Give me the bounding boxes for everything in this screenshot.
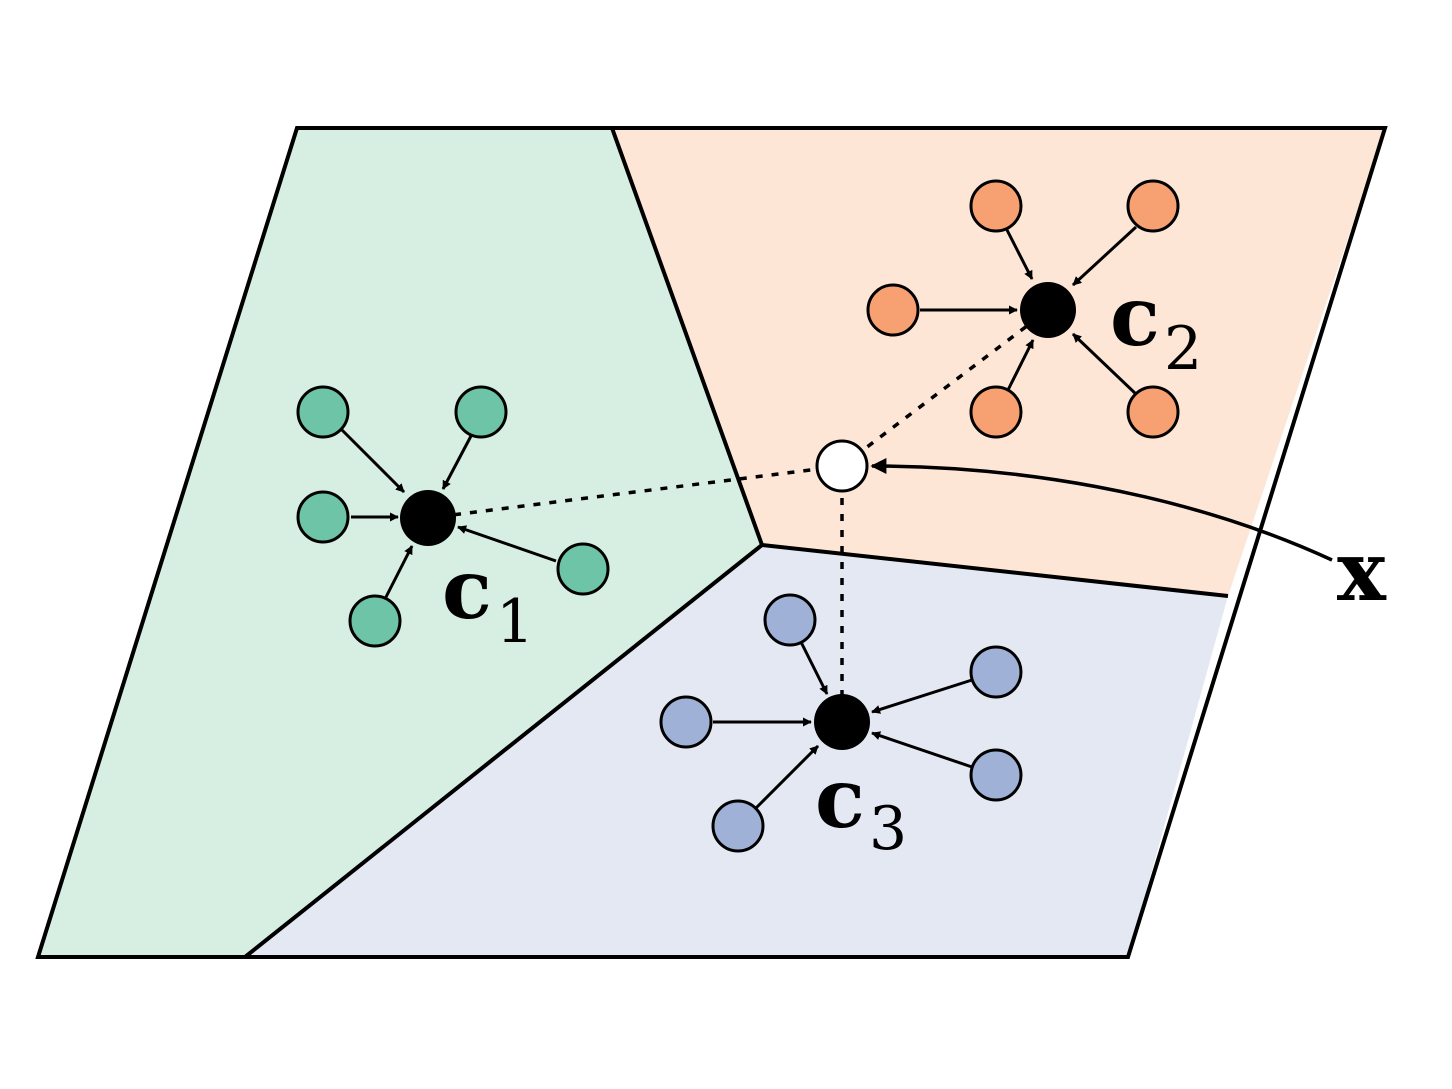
arrow — [871, 678, 973, 714]
label-c2-main: c — [1110, 269, 1160, 365]
arrow — [799, 641, 829, 695]
region-cluster-1 — [38, 128, 762, 957]
data-point — [969, 748, 1023, 802]
distance-line-c1 — [427, 464, 843, 520]
centroid-c1 — [400, 490, 456, 546]
cluster-1-points — [296, 385, 610, 648]
distance-lines — [427, 308, 1050, 722]
data-point — [1126, 179, 1180, 233]
data-point — [866, 283, 920, 337]
data-point — [296, 490, 350, 544]
label-c1-sub: 1 — [496, 587, 534, 657]
cluster-2-arrows — [920, 225, 1139, 397]
arrow — [457, 525, 557, 563]
label-c3-sub: 3 — [869, 794, 907, 864]
data-point — [454, 385, 508, 439]
cluster-3: c3 — [659, 593, 1023, 864]
cluster-2-points — [866, 179, 1180, 439]
region-cluster-2 — [612, 128, 1385, 596]
distance-line-c2 — [840, 308, 1050, 468]
arrow — [384, 545, 414, 598]
arrow — [754, 744, 820, 810]
cluster-3-points — [659, 593, 1023, 853]
label-c2-sub: 2 — [1164, 314, 1202, 384]
arrow — [871, 731, 973, 769]
data-point — [348, 594, 402, 648]
region-boundaries — [35, 126, 1388, 959]
label-c3-main: c — [815, 751, 865, 847]
data-point — [659, 695, 713, 749]
query-point-x — [815, 439, 869, 493]
data-point — [556, 542, 610, 596]
boundary-2-3 — [761, 543, 1229, 598]
label-c1: c1 — [442, 542, 534, 657]
cluster-1-arrows — [339, 427, 557, 598]
region-cluster-3 — [245, 545, 1228, 957]
label-c3: c3 — [815, 751, 907, 864]
arrow — [1005, 229, 1034, 280]
data-point — [296, 385, 350, 439]
arrow — [339, 427, 406, 494]
cluster-3-arrows — [713, 641, 973, 810]
cluster-1: c1 — [296, 385, 610, 657]
arrow — [1006, 339, 1035, 391]
centroid-c3 — [814, 694, 870, 750]
data-point — [763, 593, 817, 647]
boundary-1-3 — [243, 543, 764, 959]
outer-border — [35, 126, 1388, 959]
query-pointer-arrow — [870, 458, 1333, 562]
centroid-c2 — [1020, 282, 1076, 338]
cluster-2: c2 — [866, 179, 1202, 439]
label-x: x — [1337, 524, 1387, 620]
data-point — [969, 645, 1023, 699]
label-c2: c2 — [1110, 269, 1202, 384]
data-point — [969, 179, 1023, 233]
data-point — [1126, 385, 1180, 439]
data-point — [969, 385, 1023, 439]
arrow — [1071, 225, 1138, 287]
boundary-1-2 — [610, 127, 764, 546]
label-c1-main: c — [442, 542, 492, 638]
arrow — [441, 435, 473, 490]
arrow — [1071, 332, 1139, 397]
data-point — [711, 799, 765, 853]
